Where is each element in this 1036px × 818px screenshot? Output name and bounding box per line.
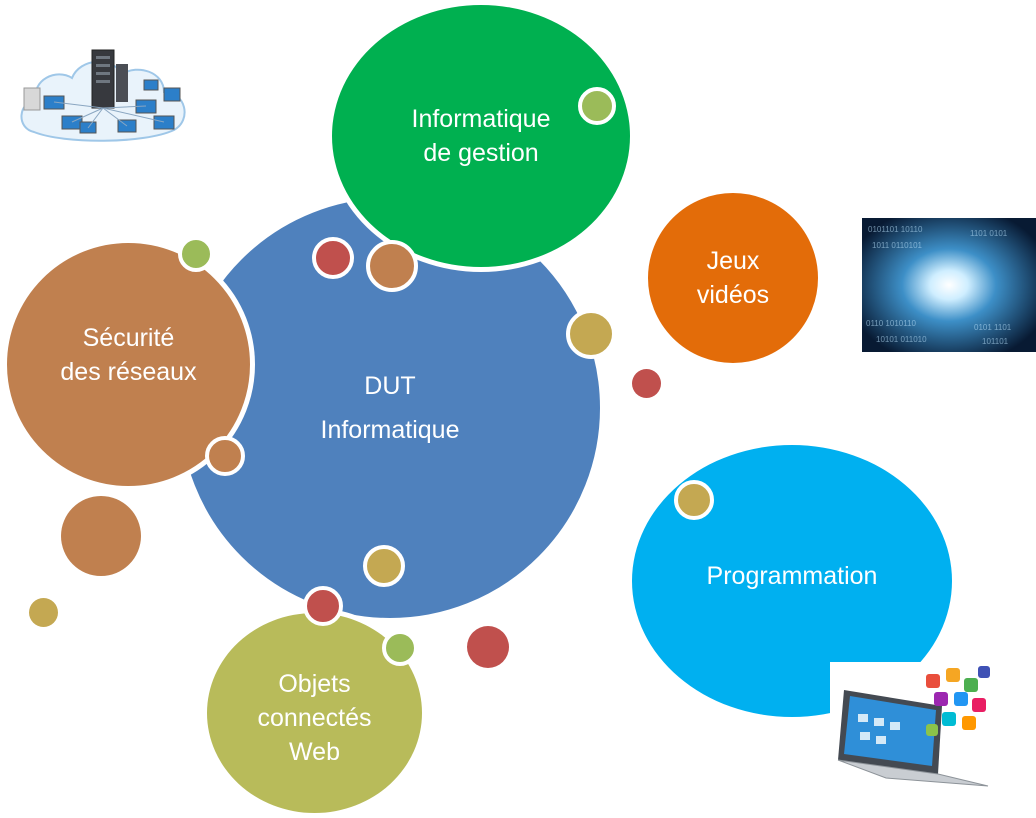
programmation-line1: Programmation xyxy=(706,562,878,590)
svg-text:0101101 10110: 0101101 10110 xyxy=(868,225,923,234)
dot-khaki-right xyxy=(566,309,616,359)
dot-red-bottom xyxy=(303,586,343,626)
jeux-videos-line1: Jeux xyxy=(706,247,760,275)
svg-text:0110 1010110: 0110 1010110 xyxy=(866,319,917,328)
dot-khaki-small xyxy=(29,598,58,627)
informatique-gestion-line2: de gestion xyxy=(423,139,539,167)
data-tunnel-icon: 0101101 10110 1011 0110101 0110 1010110 … xyxy=(862,218,1036,352)
svg-text:10101 011010: 10101 011010 xyxy=(876,335,927,344)
bubble-informatique-gestion: Informatique de gestion xyxy=(327,0,635,272)
dot-red-bottomright xyxy=(467,626,509,668)
bubble-jeux-videos: Jeux vidéos xyxy=(643,188,823,368)
binary-data-tunnel-image: 0101101 10110 1011 0110101 0110 1010110 … xyxy=(862,218,1036,352)
objets-connectes-line2: connectés xyxy=(257,704,372,732)
objets-connectes-label: Objets connectés Web xyxy=(258,667,372,769)
svg-text:101101: 101101 xyxy=(982,337,1009,346)
laptop-with-app-icons-image xyxy=(830,662,998,796)
dot-lightgreen-securite xyxy=(178,236,214,272)
securite-reseaux-line2: des réseaux xyxy=(60,357,197,386)
securite-reseaux-label: Sécurité des réseaux xyxy=(60,321,196,389)
dot-lightgreen-gestion xyxy=(578,87,616,125)
jeux-videos-label: Jeux vidéos xyxy=(697,244,769,312)
laptop-icon xyxy=(830,662,998,796)
informatique-gestion-line1: Informatique xyxy=(411,105,551,133)
objets-connectes-line1: Objets xyxy=(278,670,351,698)
network-illustration xyxy=(14,40,196,152)
objets-connectes-line3: Web xyxy=(289,738,340,766)
center-label-line1: DUT xyxy=(364,372,416,400)
dot-red-right xyxy=(632,369,661,398)
dot-red-top xyxy=(312,237,354,279)
dot-brown-large xyxy=(61,496,141,576)
informatique-gestion-label: Informatique de gestion xyxy=(412,102,551,170)
dot-khaki-bottom xyxy=(363,545,405,587)
jeux-videos-line2: vidéos xyxy=(696,281,770,309)
dot-lightgreen-objets xyxy=(382,630,418,666)
center-label-line2: Informatique xyxy=(320,416,460,444)
svg-text:1101 0101: 1101 0101 xyxy=(970,229,1008,238)
dot-brown-left xyxy=(205,436,245,476)
svg-text:0101 1101: 0101 1101 xyxy=(974,323,1012,332)
svg-text:1011 0110101: 1011 0110101 xyxy=(872,241,923,250)
dot-brown-top xyxy=(366,240,418,292)
programmation-label: Programmation xyxy=(707,559,878,593)
securite-reseaux-line1: Sécurité xyxy=(82,323,175,352)
center-label: DUT Informatique xyxy=(321,369,460,447)
dot-khaki-programmation xyxy=(674,480,714,520)
network-cloud-icon xyxy=(20,49,186,142)
